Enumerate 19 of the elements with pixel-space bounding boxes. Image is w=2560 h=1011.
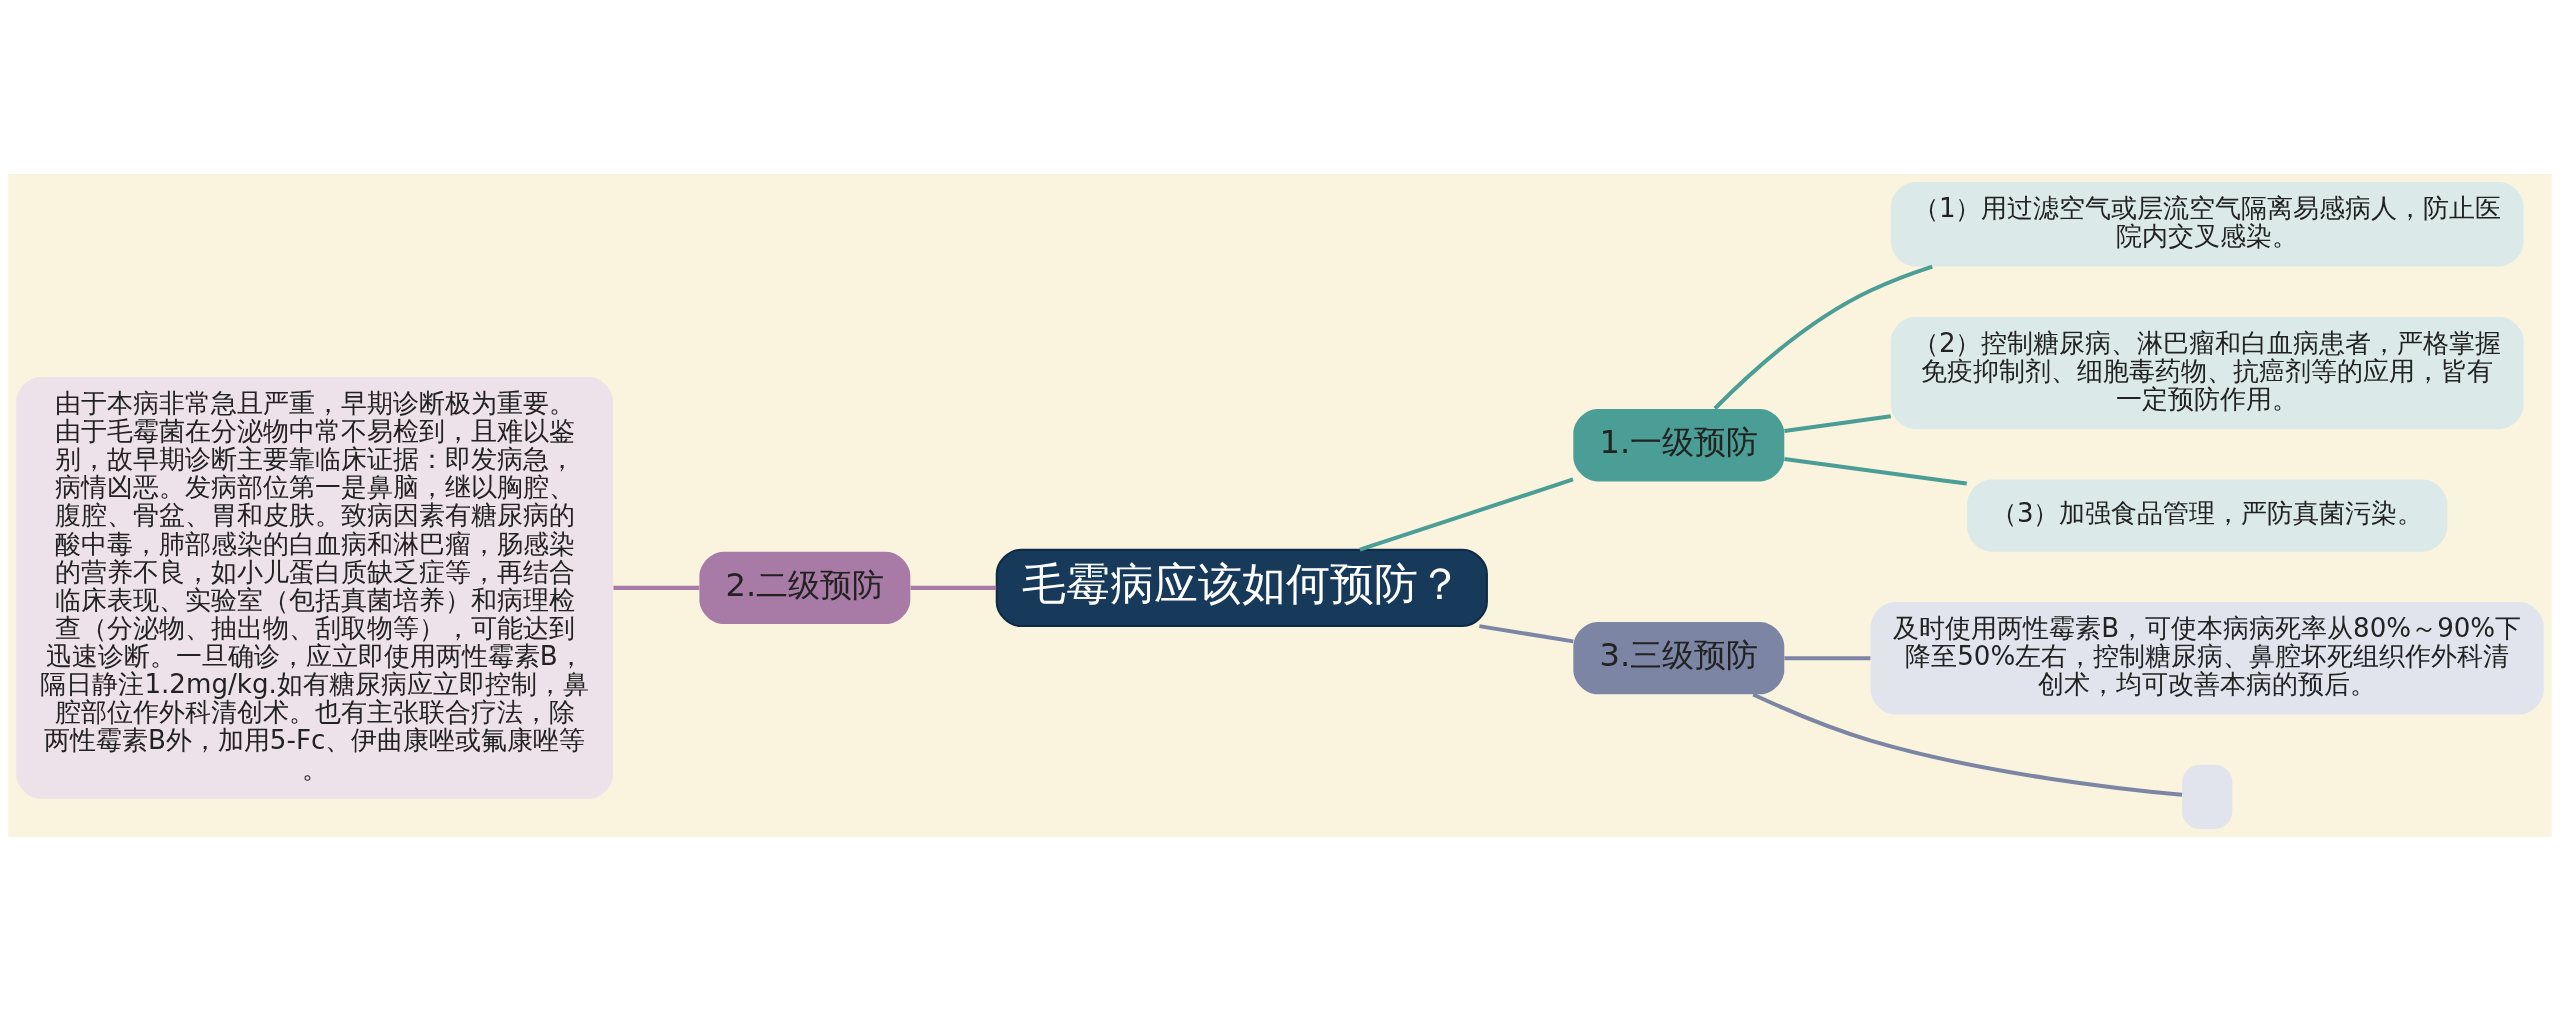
connector	[1784, 457, 1967, 486]
node-box: 1.一级预防	[1573, 409, 1785, 482]
node-box: 毛霉病应该如何预防？	[995, 548, 1488, 628]
connector	[1479, 624, 1574, 644]
connector	[613, 585, 700, 590]
node-box: （3）加强食品管理，严防真菌污染。	[1967, 479, 2448, 552]
node-box: 3.三级预防	[1573, 622, 1785, 695]
node-box: 2.二级预防	[699, 551, 911, 625]
connector	[1752, 692, 2183, 797]
connector	[1359, 477, 1574, 552]
node-box	[2182, 764, 2233, 829]
connector	[1784, 414, 1891, 433]
node-box: 及时使用两性霉素B，可使本病病死率从80%～90%下降至50%左右，控制糖尿病、鼻腔坏死组织作外科清创术，均可改善本病的预后。	[1870, 601, 2544, 715]
connector	[1784, 656, 1871, 661]
connector	[1713, 264, 1933, 410]
node-box: （1）用过滤空气或层流空气隔离易感病人，防止医院内交叉感染。	[1890, 182, 2524, 267]
node-box: （2）控制糖尿病、淋巴瘤和白血病患者，严格掌握免疫抑制剂、细胞毒药物、抗癌剂等的应用，皆有一定预防作用。	[1890, 316, 2524, 430]
connector	[910, 585, 997, 590]
node-box: 由于本病非常急且严重，早期诊断极为重要。由于毛霉菌在分泌物中常不易检到，且难以鉴别，故早期诊断主要靠临床证据：即发病急，病情凶恶。发病部位第一是鼻脑，继以胸腔、腹腔、骨盆、胃和皮肤。致病因素有糖尿病的酸中毒，肺部感染的白血病和淋巴瘤，肠感染的营养不良，如小儿蛋白质缺乏症等，再结合临床表现、实验室（包括真菌培养）和病理检查（分泌物、抽出物、刮取物等），可能达到迅速诊断。一旦确诊，应立即使用两性霉素B，隔日静注1.2mg/kg.如有糖尿病应立即控制，鼻腔部位作外科清创术。也有主张联合疗法，除两性霉素B外，加用5-Fc、伊曲康唑或氟康唑等。	[16, 376, 613, 799]
